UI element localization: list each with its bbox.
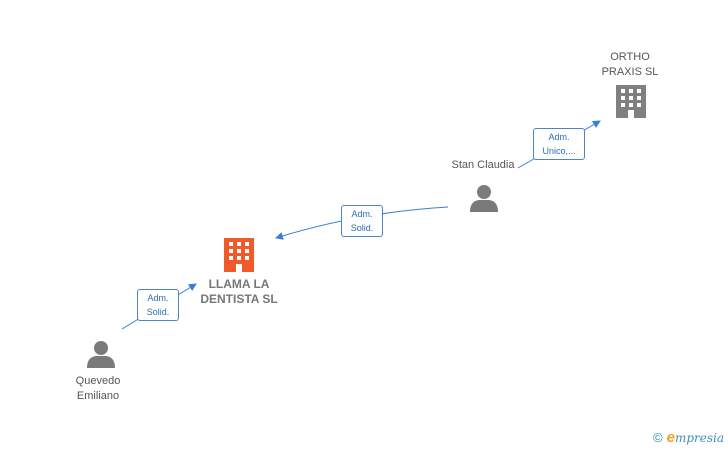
person-icon[interactable] bbox=[470, 185, 498, 212]
company-label-ortho-praxis[interactable]: ORTHO PRAXIS SL bbox=[601, 51, 659, 78]
brand-name: mpresia bbox=[674, 431, 724, 445]
brand-watermark: © empresia bbox=[653, 429, 724, 446]
person-icon[interactable] bbox=[87, 341, 115, 368]
copyright-symbol: © bbox=[653, 430, 663, 445]
main-building-icon[interactable] bbox=[224, 238, 254, 272]
edge-label-quevedo-llama: Adm. Solid. bbox=[137, 289, 179, 321]
edge-label-stan-ortho: Adm. Unico,... bbox=[533, 128, 585, 160]
building-icon[interactable] bbox=[616, 85, 646, 118]
edge-label-stan-llama: Adm. Solid. bbox=[341, 205, 383, 237]
person-label-stan-claudia[interactable]: Stan Claudia bbox=[451, 159, 515, 171]
company-label-llama-la-dentista[interactable]: LLAMA LA DENTISTA SL bbox=[200, 277, 278, 306]
brand-logo-initial: e bbox=[666, 429, 675, 446]
person-label-quevedo-emiliano[interactable]: Quevedo Emiliano bbox=[75, 375, 121, 402]
